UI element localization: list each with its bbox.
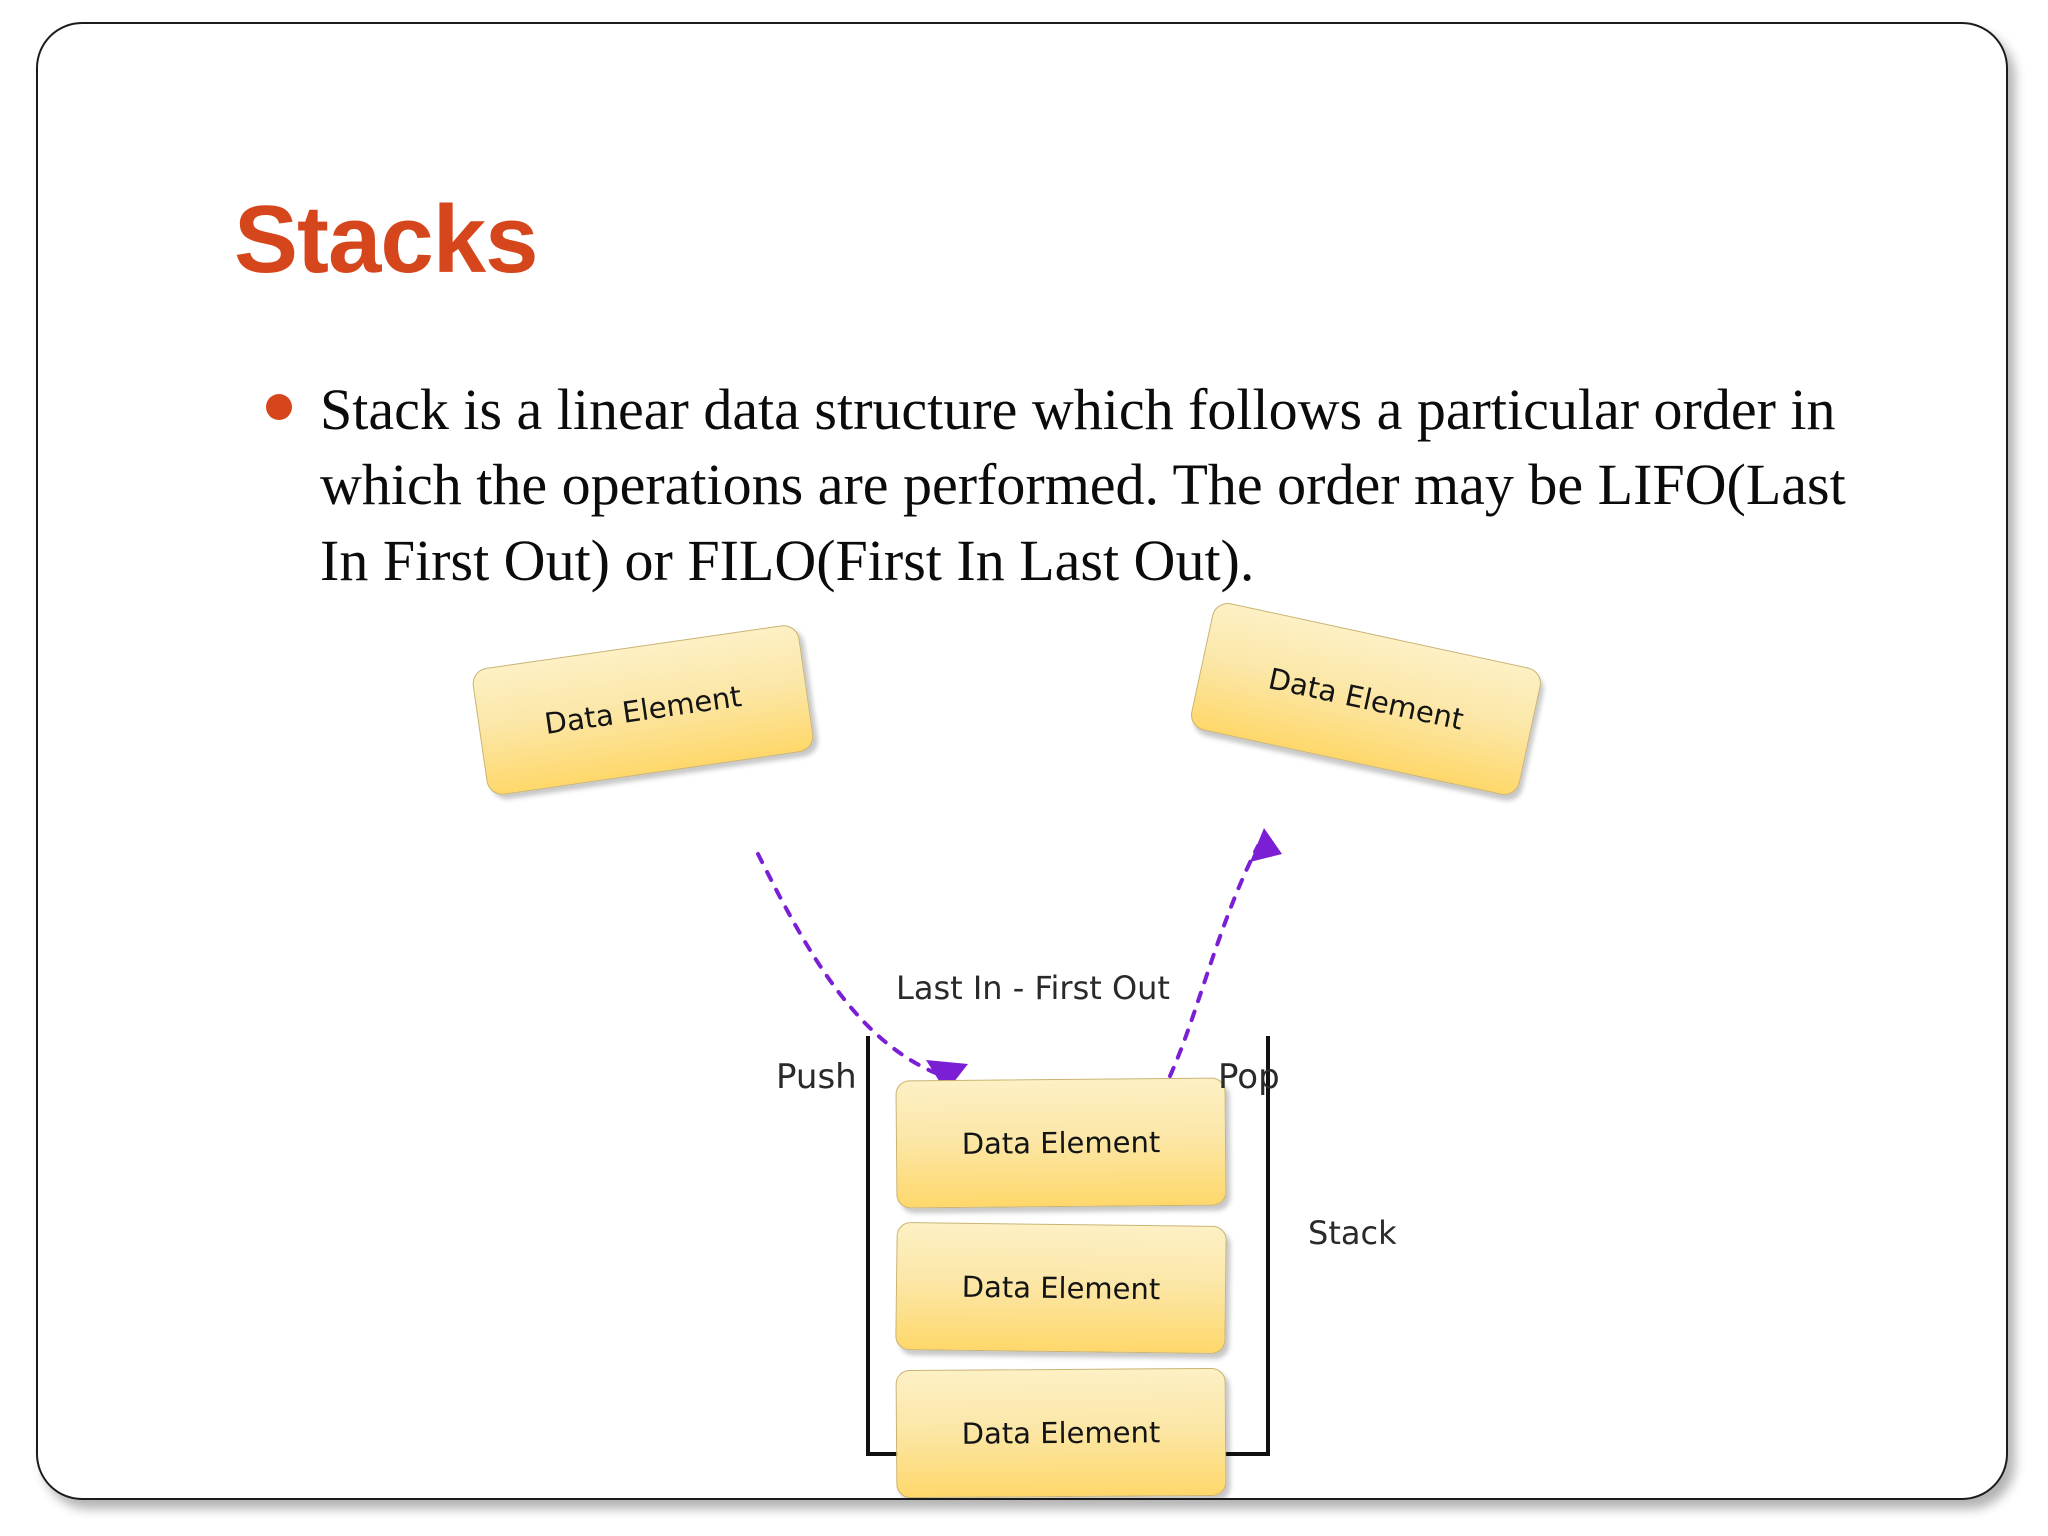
incoming-data-element-label: Data Element bbox=[542, 679, 744, 741]
push-label: Push bbox=[776, 1057, 857, 1097]
bullet-list-item: Stack is a linear data structure which f… bbox=[266, 372, 1906, 598]
push-arrow-head-icon bbox=[926, 1060, 968, 1092]
stack-diagram: Data Element Data Element Data Element D… bbox=[470, 599, 1558, 1498]
page-title: Stacks bbox=[234, 186, 539, 293]
stack-item: Data Element bbox=[895, 1221, 1227, 1355]
outgoing-data-element-label: Data Element bbox=[1265, 661, 1467, 737]
stack-item-label: Data Element bbox=[961, 1269, 1161, 1307]
stack-item-label: Data Element bbox=[961, 1415, 1161, 1451]
stack-item: Data Element bbox=[895, 1367, 1227, 1498]
lifo-caption: Last In - First Out bbox=[896, 969, 1170, 1007]
pop-label: Pop bbox=[1218, 1057, 1280, 1097]
stack-item-label: Data Element bbox=[961, 1125, 1161, 1161]
stack-label: Stack bbox=[1308, 1214, 1397, 1252]
bullet-item-label: Stack is a linear data structure which f… bbox=[320, 377, 1846, 593]
pop-arrow-path bbox=[1168, 844, 1260, 1078]
slide-canvas: Stacks Stack is a linear data structure … bbox=[36, 22, 2008, 1500]
push-arrow-path bbox=[756, 852, 945, 1078]
pop-arrow-head-icon bbox=[1250, 828, 1282, 862]
bullet-dot-icon bbox=[266, 394, 292, 420]
stack-item: Data Element bbox=[895, 1077, 1227, 1209]
